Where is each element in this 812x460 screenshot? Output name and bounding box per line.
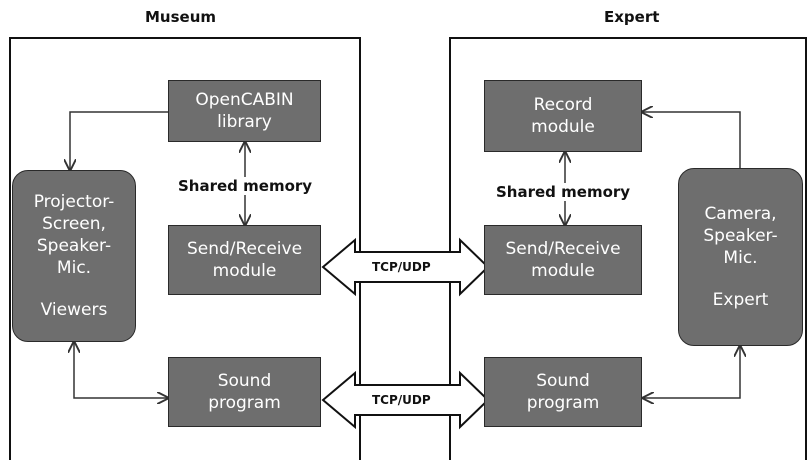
arrow-opencabin-to-viewers [70,111,168,170]
museum-sound-line-2: program [208,393,281,413]
viewers-line-2: Screen, [42,214,106,234]
viewers-line-3: Speaker- [36,236,112,256]
museum-frame [9,37,361,460]
expert-box-line-2: Speaker- [703,226,778,246]
expert-sound-line-2: program [526,393,600,413]
tcp-udp-label-bottom: TCP/UDP [372,393,431,407]
tcp-udp-label-top: TCP/UDP [372,260,431,274]
expert-box-line-3: Mic. [723,248,758,268]
expert-box: Camera, Speaker- Mic. Expert [678,168,803,346]
expert-send-receive-box: Send/Receive module [484,225,642,295]
expert-title: Expert [604,8,660,26]
opencabin-line-1: OpenCABIN [195,90,294,110]
viewers-box: Projector- Screen, Speaker- Mic. Viewers [12,170,136,342]
museum-send-receive-box: Send/Receive module [168,225,321,295]
arrow-camera-to-record [642,112,741,168]
museum-send-receive-line-1: Send/Receive [186,239,303,259]
viewers-line-4: Mic. [56,258,92,278]
museum-shared-memory-label: Shared memory [176,177,315,195]
viewers-line-1: Projector- [33,192,115,212]
arrow-viewers-sound [74,342,168,398]
expert-send-receive-line-2: module [531,261,595,281]
expert-send-receive-line-1: Send/Receive [505,239,621,259]
record-module-box: Record module [484,80,642,152]
expert-shared-memory-label: Shared memory [494,183,633,201]
opencabin-line-2: library [217,112,272,132]
expert-box-line-5: Expert [712,290,769,310]
museum-title: Museum [145,8,217,26]
museum-sound-program-box: Sound program [168,357,321,427]
expert-frame [449,37,807,460]
museum-sound-line-1: Sound [217,371,272,391]
expert-sound-line-1: Sound [536,371,590,391]
expert-box-line-1: Camera, [704,204,777,224]
record-line-1: Record [533,95,593,115]
viewers-line-6: Viewers [40,300,108,320]
museum-send-receive-line-2: module [212,261,277,281]
arrow-expert-sound [643,346,740,398]
opencabin-library-box: OpenCABIN library [168,80,321,142]
expert-sound-program-box: Sound program [484,357,642,427]
record-line-2: module [531,117,595,137]
